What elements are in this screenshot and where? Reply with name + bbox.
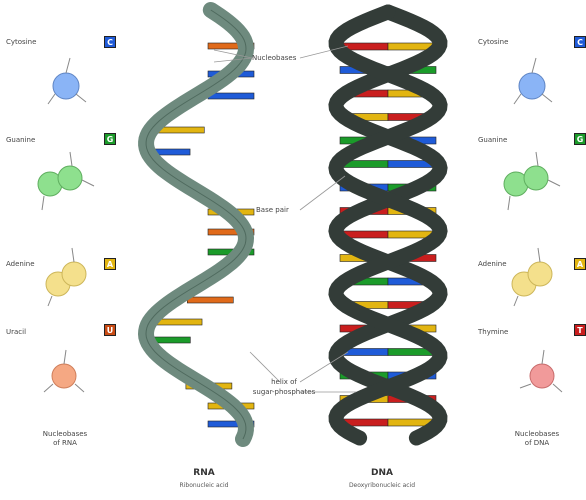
- right-cytosine-molecule-icon: [513, 57, 553, 105]
- rna-subtitle: Ribonucleic acid: [179, 482, 229, 489]
- cytosine-molecule-icon: [47, 57, 87, 105]
- right-badge-c: C: [574, 36, 586, 48]
- left-badge-c: C: [104, 36, 116, 48]
- right-base-label-adenine: Adenine: [478, 260, 507, 268]
- rna-base-bar: [186, 296, 234, 304]
- left-base-label-cytosine: Cytosine: [6, 38, 37, 46]
- rna-title: RNA: [193, 468, 215, 478]
- dna-double-helix: [328, 4, 448, 446]
- right-footer-line2: of DNA: [524, 439, 550, 447]
- right-base-label-thymine: Thymine: [478, 328, 509, 336]
- rna-base-bar: [207, 420, 255, 428]
- adenine-molecule-icon: [45, 247, 87, 307]
- left-footer-line2: of RNA: [53, 439, 77, 447]
- rna-base-bar: [155, 318, 203, 326]
- uracil-molecule-icon: [43, 349, 85, 393]
- rna-base-bar: [157, 126, 205, 134]
- callout-backbone-line2: sugar-phosphates: [252, 388, 316, 396]
- right-badge-g: G: [574, 133, 586, 145]
- callout-lines: [213, 45, 356, 393]
- right-footer-line1: Nucleobases: [514, 430, 560, 438]
- callout-nucleobases: Nucleobases: [252, 54, 297, 62]
- right-base-label-guanine: Guanine: [478, 136, 508, 144]
- left-base-label-guanine: Guanine: [6, 136, 36, 144]
- left-badge-a: A: [104, 258, 116, 270]
- left-base-label-uracil: Uracil: [6, 328, 27, 336]
- right-adenine-molecule-icon: [511, 247, 553, 307]
- rna-backbone-edge: [145, 9, 247, 440]
- right-base-label-cytosine: Cytosine: [478, 38, 509, 46]
- left-badge-g: G: [104, 133, 116, 145]
- rna-base-bar: [207, 42, 255, 50]
- callout-base-pair: Base pair: [256, 206, 289, 214]
- dna-backbone-b: [328, 4, 448, 446]
- rna-backbone: [137, 2, 255, 447]
- callout-backbone-line1: helix of: [271, 378, 297, 386]
- dna-subtitle: Deoxyribonucleic acid: [348, 482, 416, 489]
- rna-base-bar: [207, 92, 255, 100]
- left-badge-u: U: [104, 324, 116, 336]
- rna-base-bar: [207, 228, 255, 236]
- right-badge-a: A: [574, 258, 586, 270]
- guanine-molecule-icon: [37, 151, 95, 211]
- right-badge-t: T: [574, 324, 586, 336]
- left-base-label-adenine: Adenine: [6, 260, 35, 268]
- right-guanine-molecule-icon: [503, 151, 561, 211]
- left-footer-line1: Nucleobases: [42, 430, 88, 438]
- dna-backbone-a: [328, 4, 448, 446]
- dna-title: DNA: [371, 468, 393, 478]
- rna-strand: [137, 2, 255, 447]
- thymine-molecule-icon: [519, 349, 563, 393]
